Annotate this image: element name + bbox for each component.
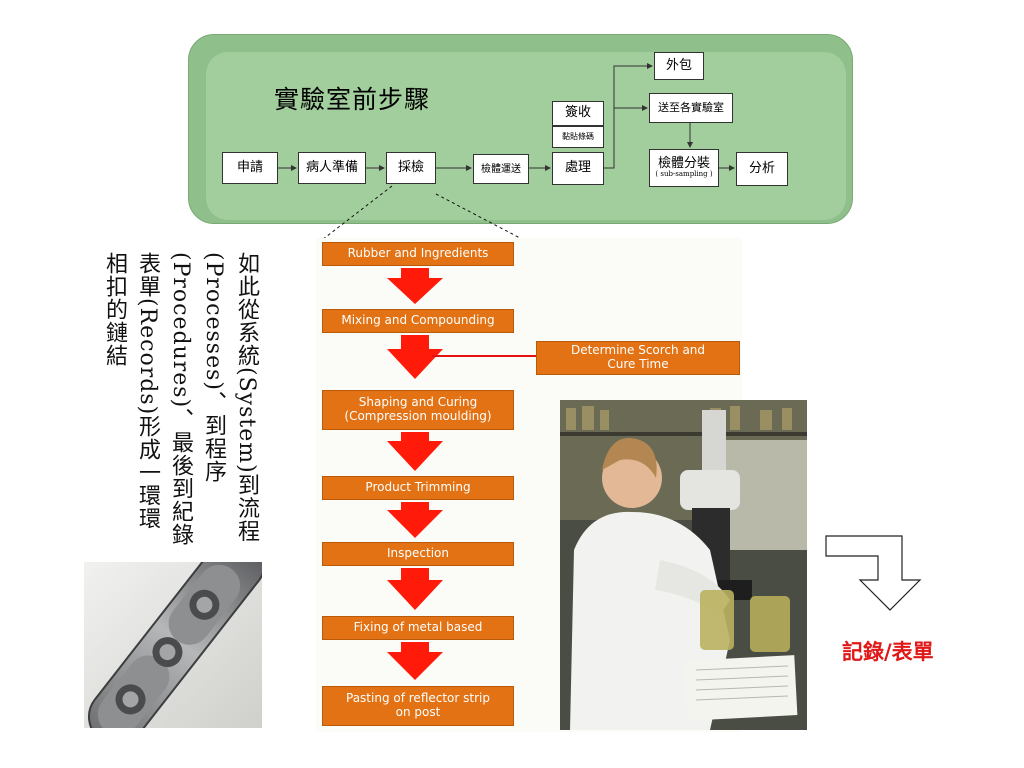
step-analyze: 分析 xyxy=(736,152,788,186)
step-sampling: 採檢 xyxy=(386,152,436,184)
step-send-labs: 送至各實驗室 xyxy=(649,93,733,123)
records-forms-label: 記錄/表單 xyxy=(842,640,934,664)
flow-step-5: Inspection xyxy=(322,542,514,566)
down-arrow-icon xyxy=(825,535,922,611)
pre-lab-panel-inner xyxy=(206,52,846,220)
flow-step-6: Fixing of metal based xyxy=(322,616,514,640)
panel-title: 實驗室前步驟 xyxy=(274,85,431,114)
step-subsampling: 檢體分裝 ( sub-sampling ) xyxy=(649,149,719,187)
bike-chain-photo xyxy=(84,562,262,728)
flow-arrow-2 xyxy=(387,335,443,379)
vertical-description: 如此從系統(System)到流程(Processes)、到程序(Procedur… xyxy=(102,252,259,547)
flow-step-4: Product Trimming xyxy=(322,476,514,500)
step-outsource: 外包 xyxy=(654,52,704,80)
flow-step-2: Mixing and Compounding xyxy=(322,309,514,333)
step-sign: 簽收 xyxy=(552,101,604,126)
flow-arrow-3 xyxy=(387,432,443,471)
step-process: 處理 xyxy=(552,152,604,185)
flow-arrow-4 xyxy=(387,502,443,538)
flow-side-step: Determine Scorch and Cure Time xyxy=(536,341,740,375)
flow-step-1: Rubber and Ingredients xyxy=(322,242,514,266)
flow-step-7: Pasting of reflector strip on post xyxy=(322,686,514,726)
step-transport: 檢體運送 xyxy=(473,154,529,184)
step-barcode: 黏貼條碼 xyxy=(552,126,604,148)
lab-technician-photo xyxy=(560,400,807,730)
flow-step-3: Shaping and Curing (Compression moulding… xyxy=(322,390,514,430)
flow-arrow-1 xyxy=(387,268,443,304)
step-apply: 申請 xyxy=(222,152,278,184)
flow-arrow-6 xyxy=(387,642,443,680)
flow-arrow-5 xyxy=(387,568,443,610)
subsampling-label: 檢體分裝 xyxy=(657,156,710,171)
step-patient-prep: 病人準備 xyxy=(298,152,366,184)
subsampling-en-label: ( sub-sampling ) xyxy=(655,170,713,179)
